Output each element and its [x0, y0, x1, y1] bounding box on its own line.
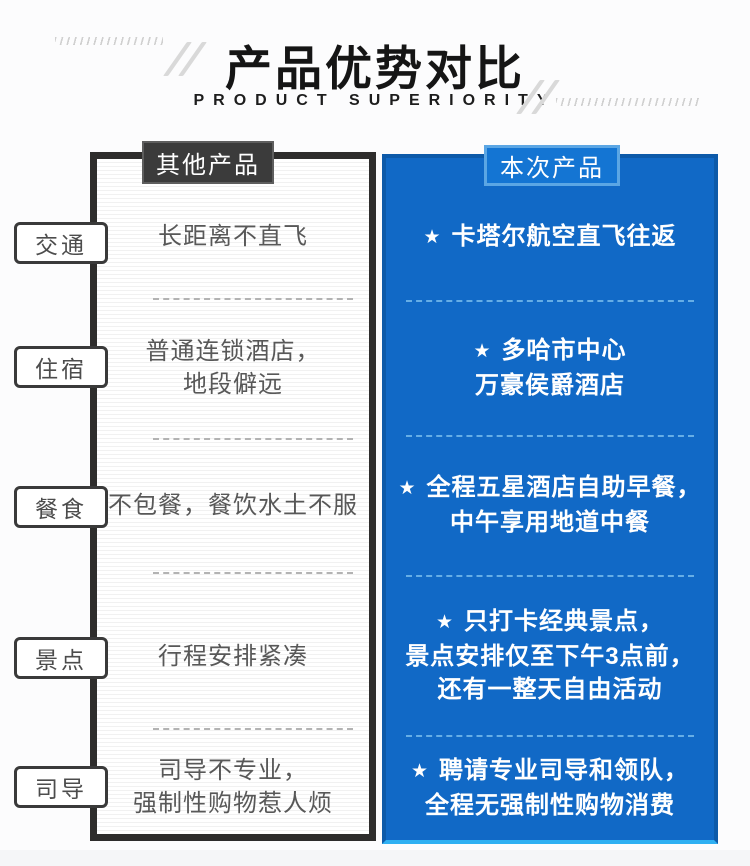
category-label-hotel: 住宿	[14, 346, 108, 388]
row-separator	[406, 300, 694, 302]
page-subtitle: PRODUCT SUPERIORITY	[193, 92, 557, 109]
current-row-hotel: ★ 多哈市中心 万豪侯爵酒店	[386, 300, 714, 435]
row-text: 全程五星酒店自助早餐，	[426, 474, 702, 501]
star-icon: ★	[410, 760, 430, 782]
current-product-panel: ★ 卡塔尔航空直飞往返 ★ 多哈市中心 万豪侯爵酒店 ★ 全程五星酒店自助早餐， 中午…	[382, 154, 718, 844]
footer-strip	[0, 850, 750, 866]
row-line: 长距离不直飞	[158, 223, 308, 250]
row-line: ★ 全程五星酒店自助早餐，	[398, 471, 701, 506]
row-text: 只打卡经典景点，	[464, 607, 665, 635]
current-row-sights: ★ 只打卡经典景点， 景点安排仅至下午3点前， 还有一整天自由活动	[386, 575, 714, 735]
category-label-transport: 交通	[14, 222, 108, 264]
current-row-guide: ★ 聘请专业司导和领队， 全程无强制性购物消费	[386, 735, 714, 840]
star-icon: ★	[423, 226, 442, 248]
row-separator	[153, 298, 353, 300]
row-line: ★ 卡塔尔航空直飞往返	[423, 220, 676, 255]
row-text: 卡塔尔航空直飞往返	[451, 222, 677, 250]
current-row-meals: ★ 全程五星酒店自助早餐， 中午享用地道中餐	[386, 435, 714, 575]
row-line: ★ 只打卡经典景点，	[436, 605, 664, 640]
row-separator	[406, 575, 694, 577]
row-line: 万豪侯爵酒店	[475, 371, 625, 399]
other-row-guide: 司导不专业， 强制性购物惹人烦	[97, 728, 369, 834]
row-line: 司导不专业，	[158, 757, 308, 784]
other-row-meals: 不包餐，餐饮水土不服	[97, 438, 369, 572]
star-icon: ★	[435, 611, 455, 633]
row-line: 还有一整天自由活动	[437, 675, 663, 703]
current-row-transport: ★ 卡塔尔航空直飞往返	[386, 158, 714, 300]
row-separator	[153, 728, 353, 730]
hatch-lines-icon	[55, 37, 163, 45]
other-row-transport: 长距离不直飞	[97, 159, 369, 298]
other-products-panel: 交通 住宿 餐食 景点 司导 长距离不直飞 普通连锁酒店， 地段僻远 不包餐，餐…	[14, 152, 376, 841]
hatch-lines-icon	[556, 98, 701, 106]
category-label-meals: 餐食	[14, 486, 108, 528]
row-line: 全程无强制性购物消费	[425, 791, 675, 819]
row-line: 行程安排紧凑	[158, 642, 308, 670]
row-text: 多哈市中心	[501, 336, 627, 364]
category-label-guide: 司导	[14, 766, 108, 808]
page-title: 产品优势对比	[225, 42, 525, 95]
column-header-current-product: 本次产品	[484, 145, 620, 186]
row-separator	[406, 735, 694, 737]
star-icon: ★	[473, 340, 492, 362]
column-header-other-products: 其他产品	[142, 141, 274, 184]
category-label-sights: 景点	[14, 637, 108, 679]
row-line: ★ 聘请专业司导和领队，	[411, 754, 689, 789]
row-separator	[153, 438, 353, 440]
row-line: 普通连锁酒店，	[145, 338, 321, 365]
row-line: 不包餐，餐饮水土不服	[108, 491, 358, 519]
other-row-hotel: 普通连锁酒店， 地段僻远	[97, 298, 369, 438]
row-line: 景点安排仅至下午3点前，	[405, 642, 695, 670]
row-separator	[153, 572, 353, 574]
row-line: 地段僻远	[183, 371, 283, 398]
row-text: 聘请专业司导和领队，	[439, 756, 690, 784]
star-icon: ★	[398, 478, 417, 499]
row-line: ★ 多哈市中心	[473, 334, 626, 369]
row-line: 中午享用地道中餐	[450, 509, 650, 536]
row-separator	[406, 435, 694, 437]
row-line: 强制性购物惹人烦	[133, 790, 333, 817]
other-row-sights: 行程安排紧凑	[97, 572, 369, 728]
